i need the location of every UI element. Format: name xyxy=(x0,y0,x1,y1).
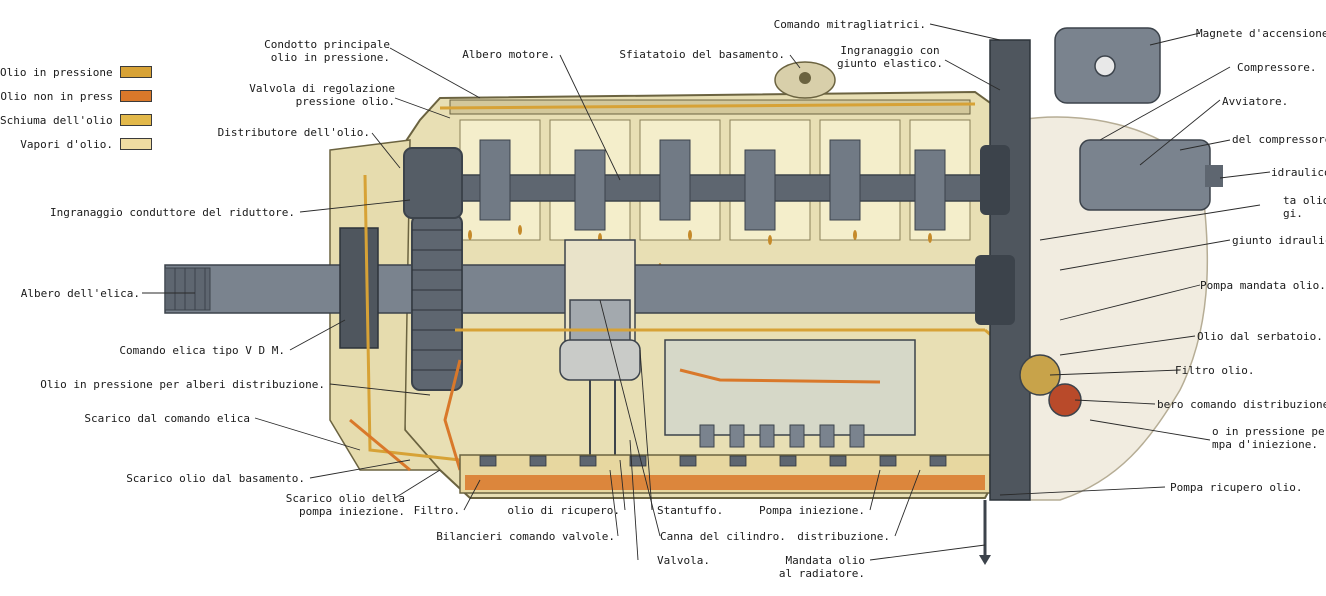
label-pompa-ricupero: Pompa ricupero olio. xyxy=(1170,481,1303,494)
sump-fittings xyxy=(479,455,947,467)
label-comando-mitragliatrici: Comando mitragliatrici. xyxy=(773,18,926,31)
label-comando-elica: Comando elica tipo V D M. xyxy=(119,344,285,357)
propeller-control xyxy=(339,227,379,349)
rear-gear-mid xyxy=(975,255,1015,325)
label-magnete: Magnete d'accensione. xyxy=(1196,27,1326,40)
legend: Olio in pressione. Olio non in press Sch… xyxy=(0,65,160,155)
legend-swatch-oil-pressure xyxy=(120,66,152,78)
label-olio-pompa-iniezione: o in pressione per mpa d'iniezione. xyxy=(1212,425,1326,451)
label-pompa-iniezione: Pompa iniezione. xyxy=(759,504,865,517)
label-avviatore: Avviatore. xyxy=(1222,95,1289,108)
label-ingranaggio-giunto: Ingranaggio con giunto elastico. xyxy=(837,44,943,70)
propeller-shaft-spline xyxy=(164,267,211,311)
label-bilancieri: Bilancieri comando valvole. xyxy=(436,530,615,543)
label-olio-serbatoio: Olio dal serbatoio. xyxy=(1197,330,1323,343)
legend-label: Olio in pressione. xyxy=(0,66,113,79)
legend-label: Vapori d'olio. xyxy=(20,138,113,151)
crank-throws xyxy=(479,139,946,231)
reduction-gear-large xyxy=(411,214,463,391)
radiator-outlet-arrow xyxy=(979,555,991,565)
label-sfiatatoio: Sfiatatoio del basamento. xyxy=(619,48,785,61)
cylinder-head xyxy=(559,339,641,381)
label-scarico-basamento: Scarico olio dal basamento. xyxy=(126,472,305,485)
magneto-port xyxy=(1094,55,1116,77)
label-santuffo: Stantuffo. xyxy=(657,504,724,517)
gear-teeth xyxy=(412,229,462,371)
label-valvola-regolazione: Valvola di regolazione pressione olio. xyxy=(249,82,395,108)
label-filtro-left: Filtro. xyxy=(413,504,460,517)
label-canna-cilindro: Canna del cilindro. xyxy=(660,530,786,543)
starter-end xyxy=(1205,165,1223,187)
label-mandata-radiatore: Mandata olio al radiatore. xyxy=(778,554,865,580)
label-albero-comando-distribuzione: bero comando distribuzione. xyxy=(1157,398,1326,411)
rear-gear-top xyxy=(980,145,1010,215)
shaft-grooves xyxy=(174,268,206,310)
label-filtro-olio: Filtro olio. xyxy=(1175,364,1255,377)
legend-swatch-oil-return xyxy=(120,90,152,102)
legend-swatch-oil-vapour xyxy=(120,138,152,150)
legend-label: Olio non in press xyxy=(0,90,113,103)
label-olio-alberi-distribuzione: Olio in pressione per alberi distribuzio… xyxy=(40,378,325,391)
label-condotto-principale: Condotto principale olio in pressione. xyxy=(264,38,390,64)
label-scarico-comando-elica: Scarico dal comando elica xyxy=(84,412,250,425)
label-pompa-mandata: Pompa mandata olio. xyxy=(1200,279,1326,292)
injection-pump-cylinders xyxy=(699,424,865,448)
starter xyxy=(1079,139,1211,211)
legend-swatch-oil-foam xyxy=(120,114,152,126)
breather-hole xyxy=(799,72,811,84)
label-compressore: Compressore. xyxy=(1237,61,1317,74)
label-giunto-idraulico: giunto idraulico. xyxy=(1232,234,1326,247)
label-ta-olio: ta olio gi. xyxy=(1283,194,1326,220)
label-valvola: Valvola. xyxy=(657,554,710,567)
label-albero-motore: Albero motore. xyxy=(462,48,555,61)
label-olio-ricupero: olio di ricupero. xyxy=(507,504,620,517)
crankshaft xyxy=(429,174,991,202)
leader-lines xyxy=(142,23,1271,561)
label-del-compressore: del compressore. xyxy=(1232,133,1326,146)
label-idraulico: idraulico. xyxy=(1271,166,1326,179)
legend-label: Schiuma dell'olio. xyxy=(0,114,113,127)
oil-sump-return xyxy=(465,475,985,490)
reduction-gear-small xyxy=(403,147,463,219)
label-distributore-olio: Distributore dell'olio. xyxy=(217,126,370,139)
label-scarico-pompa-iniezione: Scarico olio della pompa iniezione. xyxy=(285,492,405,518)
injection-pump-block xyxy=(664,339,916,436)
label-albero-elica: Albero dell'elica. xyxy=(20,287,140,300)
label-distribuzione: distribuzione. xyxy=(797,530,890,543)
label-ingranaggio-riduttore: Ingranaggio conduttore del riduttore. xyxy=(49,206,295,219)
